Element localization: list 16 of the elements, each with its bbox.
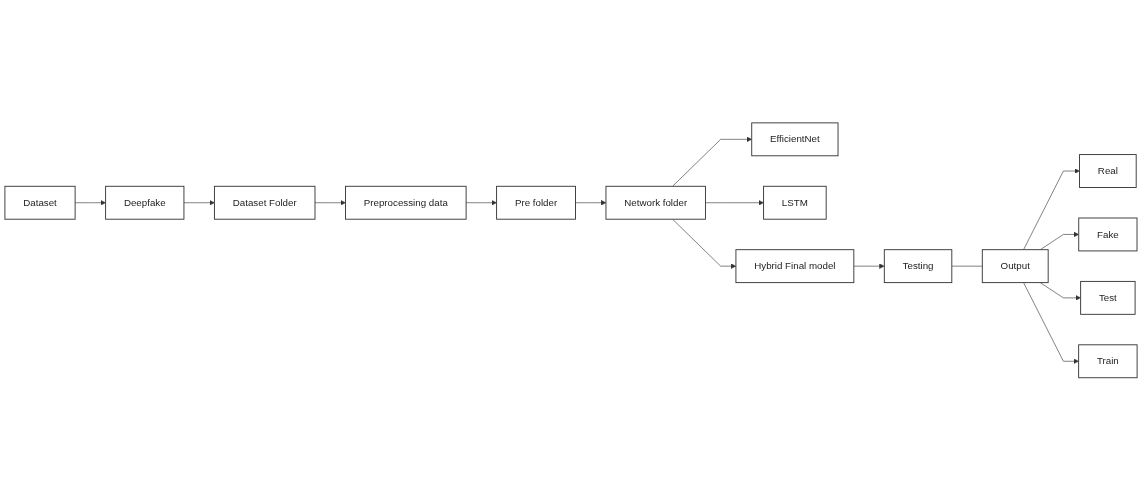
node-box: Test xyxy=(1080,280,1136,315)
node-box: Preprocessing data xyxy=(345,185,467,220)
connector xyxy=(951,265,983,267)
node-box: Output xyxy=(981,248,1049,283)
node-box: Train xyxy=(1078,344,1138,378)
node-box: LSTM xyxy=(763,185,827,220)
node-box: Fake xyxy=(1078,217,1138,252)
node-box: Deepfake xyxy=(105,185,185,220)
node-box: Real xyxy=(1079,153,1137,188)
node-box: Hybrid Final model xyxy=(735,248,855,283)
node-box: Dataset Folder xyxy=(213,185,316,220)
node-box: Network folder xyxy=(605,185,706,220)
node-box: Dataset xyxy=(4,185,76,220)
node-box: Pre folder xyxy=(496,185,576,220)
node-box: Testing xyxy=(883,248,953,283)
node-box: EfficientNet xyxy=(751,122,839,156)
